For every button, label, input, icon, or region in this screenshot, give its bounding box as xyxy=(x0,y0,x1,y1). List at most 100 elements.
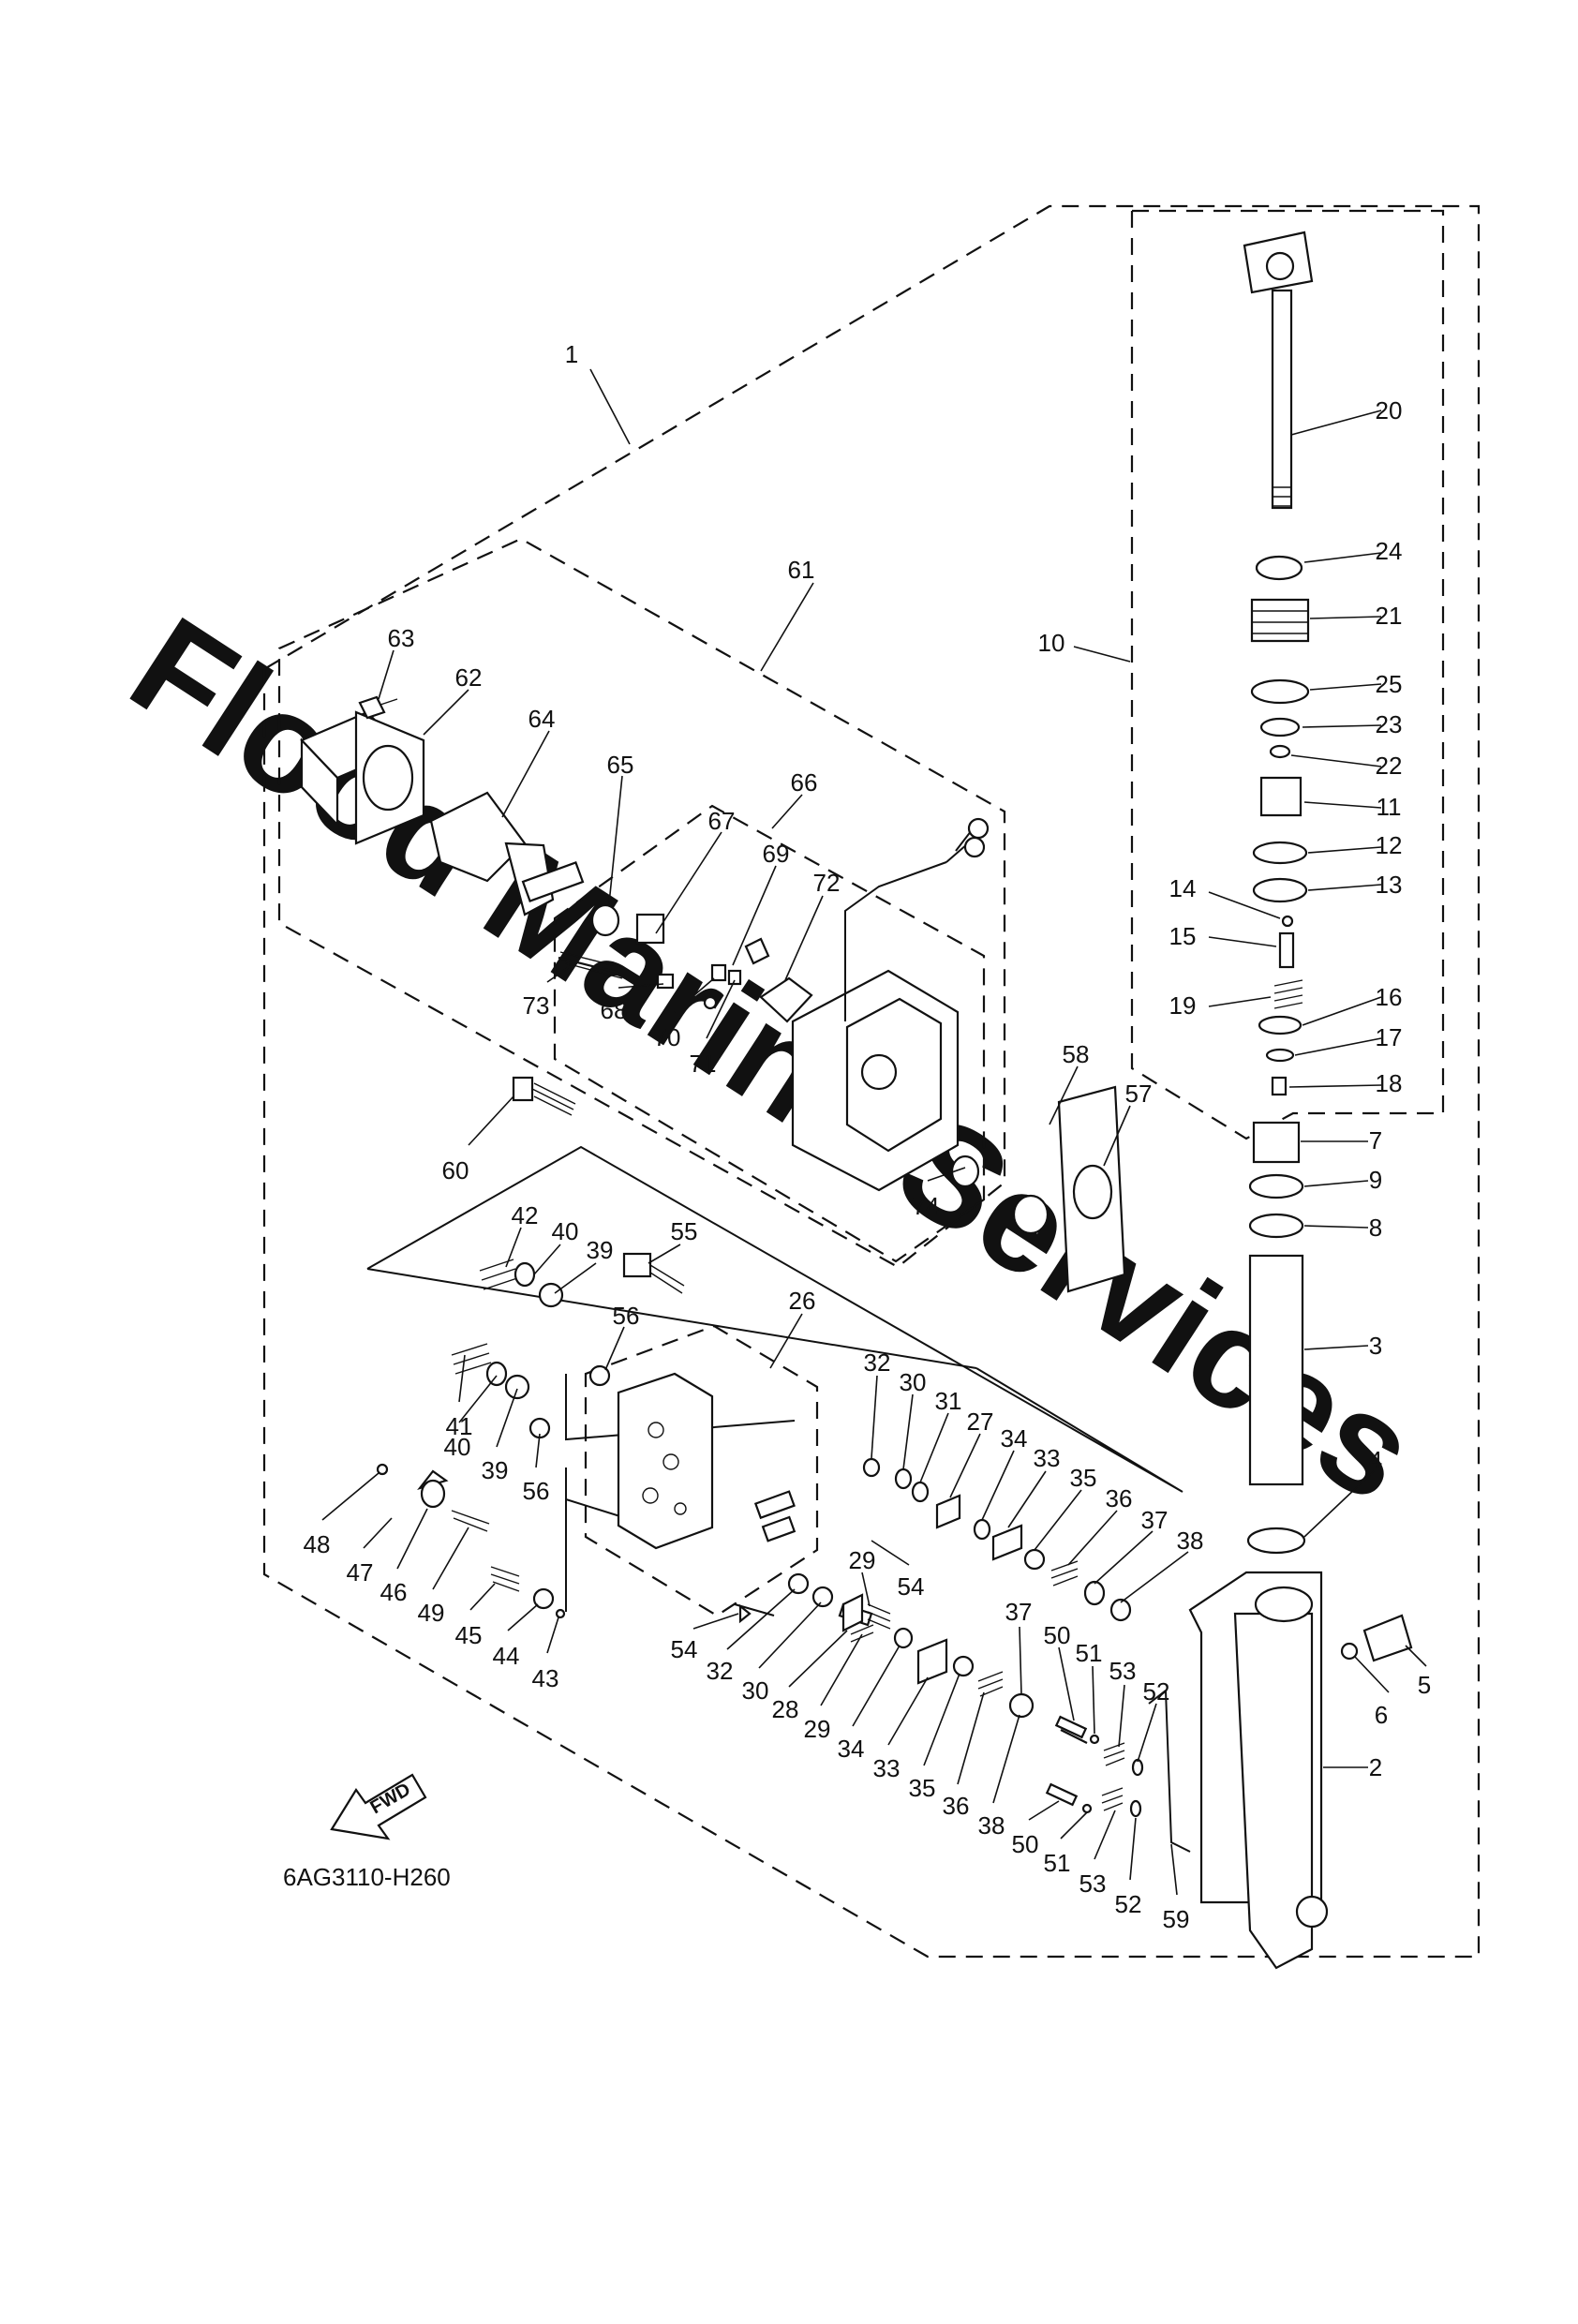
tilt-cylinder-parts xyxy=(1188,1121,1413,1970)
callout-4: 4 xyxy=(1369,1446,1382,1474)
tilt-rod-assembly xyxy=(1243,231,1314,1096)
callout-35: 35 xyxy=(909,1774,936,1802)
callout-15: 15 xyxy=(1169,922,1197,950)
assembly-boundary-1 xyxy=(262,204,1481,1959)
callout-71: 71 xyxy=(690,1050,717,1078)
callout-59: 59 xyxy=(1163,1905,1190,1933)
callout-24: 24 xyxy=(1376,537,1403,565)
callout-47: 47 xyxy=(347,1558,374,1587)
callout-14: 14 xyxy=(1169,874,1197,902)
callout-56: 56 xyxy=(523,1477,550,1505)
callout-36: 36 xyxy=(943,1792,970,1820)
callout-7: 7 xyxy=(1369,1126,1382,1155)
callout-33: 33 xyxy=(873,1754,901,1782)
callout-64: 64 xyxy=(528,705,556,733)
callout-27: 27 xyxy=(967,1408,994,1436)
callout-6: 6 xyxy=(1375,1701,1388,1729)
callout-48: 48 xyxy=(304,1530,331,1558)
callout-29: 29 xyxy=(804,1715,831,1743)
callout-52: 52 xyxy=(1115,1890,1142,1918)
callout-31: 31 xyxy=(935,1387,962,1415)
callout-56: 56 xyxy=(613,1302,640,1330)
callout-34: 34 xyxy=(1001,1424,1028,1452)
callout-57: 57 xyxy=(1125,1080,1153,1108)
callout-9: 9 xyxy=(1369,1166,1382,1194)
callout-37: 37 xyxy=(1005,1598,1033,1626)
callout-19: 19 xyxy=(1169,991,1197,1020)
callout-32: 32 xyxy=(864,1348,891,1377)
callout-58: 58 xyxy=(1063,1040,1090,1068)
callout-36: 36 xyxy=(1106,1484,1133,1512)
callout-69: 69 xyxy=(763,840,790,868)
callout-53: 53 xyxy=(1079,1870,1107,1898)
callout-51: 51 xyxy=(1044,1849,1071,1877)
callout-72: 72 xyxy=(813,869,841,897)
callout-12: 12 xyxy=(1376,831,1403,859)
callout-18: 18 xyxy=(1376,1069,1403,1097)
callout-41: 41 xyxy=(446,1412,473,1440)
assembly-boundary-66 xyxy=(553,804,986,1263)
callout-50: 50 xyxy=(1044,1621,1071,1649)
leader-lines xyxy=(321,368,1427,1896)
callout-61: 61 xyxy=(788,556,815,584)
callout-32: 32 xyxy=(707,1657,734,1685)
diagram-code: 6AG3110-H260 xyxy=(283,1863,451,1891)
callout-1: 1 xyxy=(565,340,578,368)
callout-35: 35 xyxy=(1070,1464,1097,1492)
wire-59 xyxy=(1148,1689,1191,1853)
callout-60: 60 xyxy=(442,1156,469,1184)
callout-38: 38 xyxy=(978,1811,1005,1840)
callout-63: 63 xyxy=(388,624,415,652)
callout-28: 28 xyxy=(772,1695,799,1723)
callout-22: 22 xyxy=(1376,752,1403,780)
callout-45: 45 xyxy=(455,1621,483,1649)
callout-43: 43 xyxy=(532,1664,559,1692)
callout-53: 53 xyxy=(1109,1657,1137,1685)
callout-21: 21 xyxy=(1376,602,1403,630)
pump-housing xyxy=(791,817,1126,1293)
assembly-boundary-10 xyxy=(1130,209,1445,1140)
callout-11: 11 xyxy=(1377,793,1402,821)
callout-52: 52 xyxy=(1143,1677,1170,1706)
callout-26: 26 xyxy=(789,1287,816,1315)
callout-23: 23 xyxy=(1376,710,1403,738)
watermark: Flood Marine Services xyxy=(106,587,1443,1531)
callout-16: 16 xyxy=(1376,983,1403,1011)
callout-42: 42 xyxy=(512,1201,539,1229)
callout-8: 8 xyxy=(1369,1214,1382,1242)
manifold-outline-2 xyxy=(366,1268,977,1369)
callout-65: 65 xyxy=(607,751,634,779)
callout-30: 30 xyxy=(900,1368,927,1396)
pump-motor-parts xyxy=(300,695,813,1023)
callout-46: 46 xyxy=(380,1578,408,1606)
callout-34: 34 xyxy=(838,1735,865,1763)
callout-50: 50 xyxy=(1012,1830,1039,1858)
callout-39: 39 xyxy=(482,1456,509,1484)
manifold-outline xyxy=(366,1145,1184,1493)
callout-38: 38 xyxy=(1177,1527,1204,1555)
callout-51: 51 xyxy=(1076,1639,1103,1667)
callout-5: 5 xyxy=(1418,1671,1431,1699)
callout-66: 66 xyxy=(791,768,818,797)
callout-70: 70 xyxy=(654,1023,681,1051)
callout-33: 33 xyxy=(1034,1444,1061,1472)
callout-13: 13 xyxy=(1376,871,1403,899)
screw-60 xyxy=(512,1076,576,1116)
valve-manifold xyxy=(617,1372,796,1550)
callout-2: 2 xyxy=(1369,1753,1382,1781)
callout-17: 17 xyxy=(1376,1023,1403,1051)
callout-30: 30 xyxy=(742,1676,769,1705)
callout-74: 74 xyxy=(913,1192,940,1220)
callout-37: 37 xyxy=(1141,1506,1169,1534)
callout-3: 3 xyxy=(1369,1332,1382,1360)
callout-10: 10 xyxy=(1038,629,1065,657)
callout-62: 62 xyxy=(455,663,483,692)
callout-25: 25 xyxy=(1376,670,1403,698)
callout-55: 55 xyxy=(671,1217,698,1245)
callout-39: 39 xyxy=(587,1236,614,1264)
callout-68: 68 xyxy=(601,996,628,1024)
callout-73: 73 xyxy=(523,991,550,1020)
callout-44: 44 xyxy=(493,1642,520,1670)
